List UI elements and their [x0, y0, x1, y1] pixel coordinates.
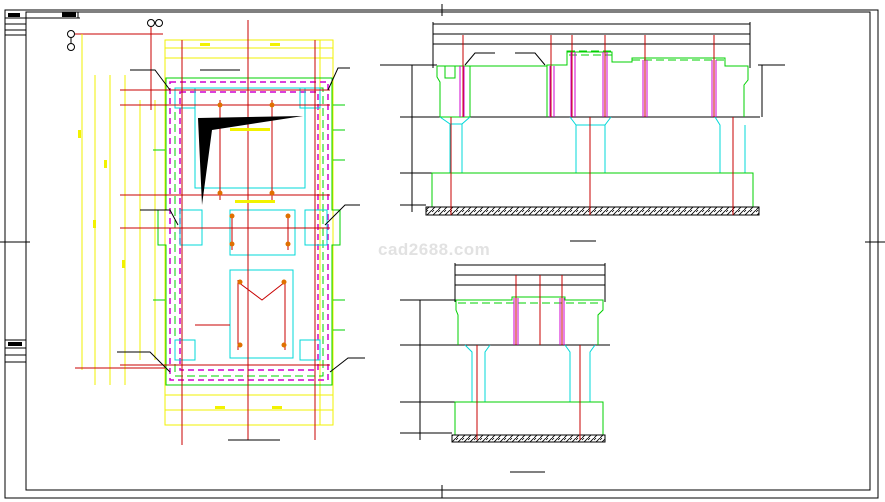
section-view-2: [400, 263, 610, 473]
sheet-frame: [0, 4, 885, 499]
plan-view: [67, 19, 365, 445]
section-view-1: [380, 22, 785, 242]
watermark: cad2688.com: [378, 240, 491, 259]
